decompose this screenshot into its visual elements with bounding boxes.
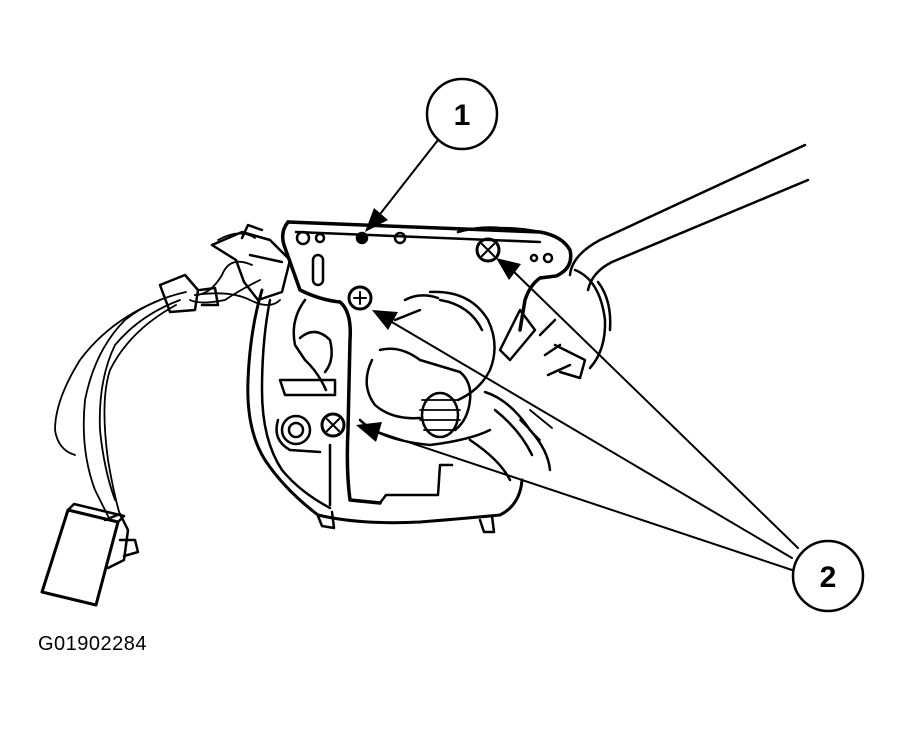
wiring-harness xyxy=(54,232,281,521)
callout-1 xyxy=(425,77,499,151)
harness-connector-upper xyxy=(158,223,292,314)
callout-1-leader xyxy=(365,139,439,232)
pin-top xyxy=(355,231,369,245)
callout-2-leaders xyxy=(356,258,799,571)
figure-id: G01902284 xyxy=(38,633,148,655)
callout-2-label: 2 xyxy=(820,561,837,594)
gear-assembly xyxy=(358,290,587,482)
column-shaft xyxy=(568,143,810,370)
screw-upper-right xyxy=(475,237,501,263)
callout-1-label: 1 xyxy=(454,99,471,132)
screw-lower xyxy=(320,412,346,438)
callout-2 xyxy=(791,539,865,613)
harness-connector-lower xyxy=(40,502,140,607)
screw-middle xyxy=(347,285,373,311)
switch-housing xyxy=(246,288,524,534)
